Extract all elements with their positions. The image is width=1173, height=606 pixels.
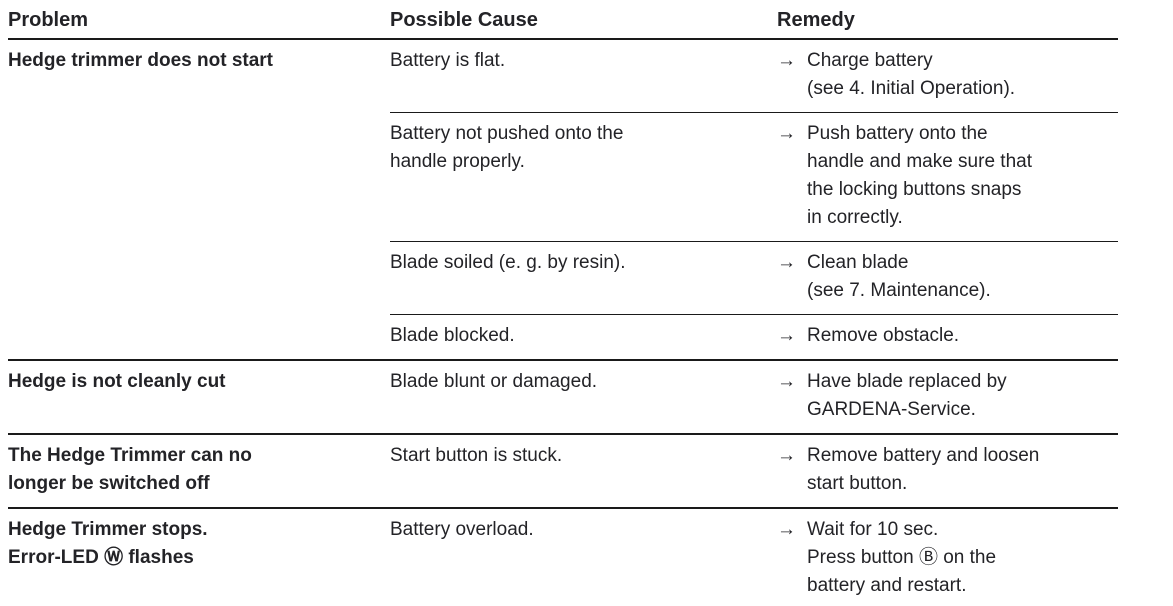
cause-cell: Battery overload. <box>390 519 534 540</box>
table-row-group: Hedge Trimmer stops. Error-LED Ⓦ flashes… <box>8 509 1118 606</box>
arrow-icon: → <box>777 123 796 144</box>
cause-remedy-pair: Blade blunt or damaged. → Have blade rep… <box>390 361 1118 433</box>
problem-cell: Hedge trimmer does not start <box>8 50 273 71</box>
cause-remedy-pair: Start button is stuck. → Remove battery … <box>390 435 1118 507</box>
cause-remedy-pair: Battery not pushed onto the handle prope… <box>390 112 1118 241</box>
column-header-cause: Possible Cause <box>390 9 538 31</box>
table-row-group: Hedge trimmer does not start Battery is … <box>8 40 1118 361</box>
remedy-cell: → Remove battery and loosen start button… <box>777 442 1118 498</box>
remedy-cell: → Wait for 10 sec. Press button Ⓑ on the… <box>777 516 1118 600</box>
cause-cell: Start button is stuck. <box>390 445 563 466</box>
remedy-cell: → Charge battery (see 4. Initial Operati… <box>777 47 1118 103</box>
cause-cell: Blade blunt or damaged. <box>390 371 598 392</box>
problem-cell: Hedge is not cleanly cut <box>8 371 226 392</box>
remedy-text: Push battery onto the handle and make su… <box>807 123 1032 228</box>
remedy-text: Remove obstacle. <box>807 325 960 346</box>
remedy-cell: → Clean blade (see 7. Maintenance). <box>777 249 1118 305</box>
arrow-icon: → <box>777 325 796 346</box>
remedy-text: Clean blade (see 7. Maintenance). <box>807 252 991 301</box>
column-header-remedy: Remedy <box>777 9 855 31</box>
cause-remedy-pair: Battery is flat. → Charge battery (see 4… <box>390 40 1118 112</box>
cause-remedy-pair: Blade blocked. → Remove obstacle. <box>390 314 1118 359</box>
cause-remedy-list: Battery is flat. → Charge battery (see 4… <box>390 40 1118 359</box>
cause-cell: Battery is flat. <box>390 50 506 71</box>
arrow-icon: → <box>777 445 796 466</box>
cause-remedy-pair: Blade soiled (e. g. by resin). → Clean b… <box>390 241 1118 314</box>
problem-cell: Hedge Trimmer stops. Error-LED Ⓦ flashes <box>8 519 208 568</box>
arrow-icon: → <box>777 50 796 71</box>
cause-remedy-pair: Battery overload. → Wait for 10 sec. Pre… <box>390 509 1118 606</box>
cause-cell: Battery not pushed onto the handle prope… <box>390 123 624 172</box>
remedy-cell: → Remove obstacle. <box>777 322 1118 350</box>
arrow-icon: → <box>777 519 796 540</box>
column-header-problem: Problem <box>8 9 89 31</box>
arrow-icon: → <box>777 371 796 392</box>
remedy-cell: → Push battery onto the handle and make … <box>777 120 1118 232</box>
table-header-row: Problem Possible Cause Remedy <box>8 6 1118 40</box>
remedy-text: Remove battery and loosen start button. <box>807 445 1040 494</box>
cause-remedy-list: Start button is stuck. → Remove battery … <box>390 435 1118 507</box>
remedy-text: Have blade replaced by GARDENA-Service. <box>807 371 1007 420</box>
table-row-group: Hedge is not cleanly cut Blade blunt or … <box>8 361 1118 435</box>
cause-remedy-list: Battery overload. → Wait for 10 sec. Pre… <box>390 509 1118 606</box>
cause-remedy-list: Blade blunt or damaged. → Have blade rep… <box>390 361 1118 433</box>
remedy-text: Wait for 10 sec. Press button Ⓑ on the b… <box>807 519 997 596</box>
cause-cell: Blade blocked. <box>390 325 515 346</box>
problem-cell: The Hedge Trimmer can no longer be switc… <box>8 445 252 494</box>
remedy-text: Charge battery (see 4. Initial Operation… <box>807 50 1016 99</box>
table-body: Hedge trimmer does not start Battery is … <box>8 40 1118 606</box>
remedy-cell: → Have blade replaced by GARDENA-Service… <box>777 368 1118 424</box>
cause-cell: Blade soiled (e. g. by resin). <box>390 252 626 273</box>
table-row-group: The Hedge Trimmer can no longer be switc… <box>8 435 1118 509</box>
troubleshooting-table: Problem Possible Cause Remedy Hedge trim… <box>8 6 1118 606</box>
arrow-icon: → <box>777 252 796 273</box>
